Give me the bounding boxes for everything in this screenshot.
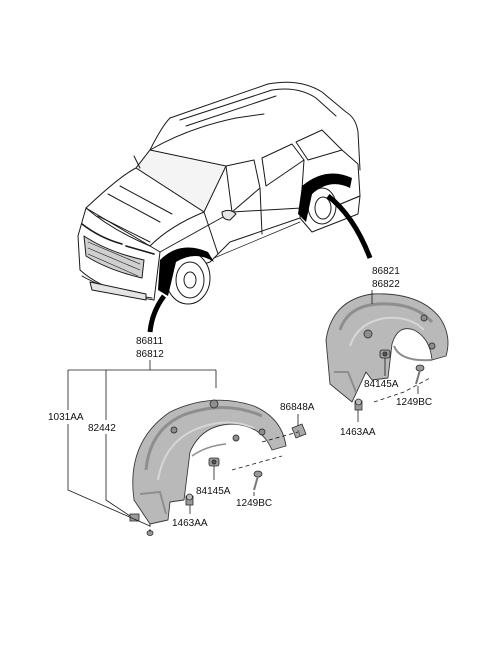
push-clip-icon (291, 423, 307, 439)
front-nut-icon (208, 457, 220, 467)
rear-wheel-liner-highlight (298, 173, 352, 222)
front-clip-icon (185, 493, 194, 506)
front-bolt-icon (253, 470, 263, 491)
label-front-bolt: 1249BC (236, 498, 272, 509)
fasteners (129, 349, 425, 536)
rear-nut-icon (379, 349, 391, 359)
label-rear-clip: 1463AA (340, 427, 376, 438)
label-rear-lower: 86822 (372, 279, 400, 290)
label-rear-upper: 86821 (372, 266, 400, 277)
rear-wheel-guard (325, 293, 449, 403)
front-wheel-liner-highlight (158, 247, 214, 296)
rear-clip-icon (354, 398, 363, 411)
label-rear-bolt: 1249BC (396, 397, 432, 408)
label-clip-86848: 86848A (280, 402, 315, 413)
label-front-lower: 86812 (136, 349, 164, 360)
rear-bolt-icon (415, 364, 425, 385)
label-screw-82442: 82442 (88, 423, 116, 434)
leader-lines (67, 290, 431, 532)
label-front-upper: 86811 (136, 336, 164, 347)
label-rear-nut: 84145A (364, 379, 399, 390)
label-front-clip: 1463AA (172, 518, 208, 529)
label-front-nut: 84145A (196, 486, 231, 497)
vehicle-illustration (77, 81, 361, 305)
rear-leader-arc (326, 194, 373, 259)
front-wheel-guard (132, 399, 287, 525)
front-leader-arc (147, 294, 167, 333)
label-clip-1031: 1031AA (48, 412, 84, 423)
